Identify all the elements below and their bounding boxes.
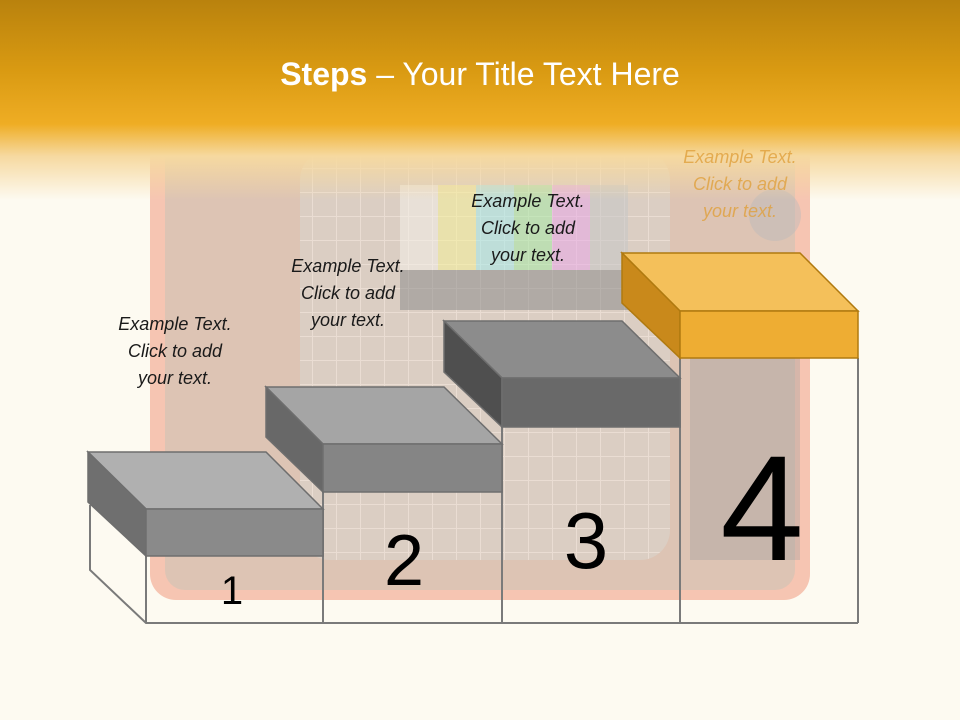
step-caption-4[interactable]: Example Text. Click to add your text. bbox=[658, 144, 822, 225]
caption-line: Example Text. bbox=[471, 191, 585, 211]
step-block-1[interactable] bbox=[86, 450, 325, 558]
title-rest: – Your Title Text Here bbox=[367, 56, 680, 92]
caption-line: your text. bbox=[137, 368, 213, 388]
title-banner bbox=[0, 0, 960, 200]
title-bold: Steps bbox=[280, 56, 368, 92]
caption-line: your text. bbox=[310, 310, 386, 330]
step-caption-3[interactable]: Example Text. Click to add your text. bbox=[446, 188, 610, 269]
step-number-4: 4 bbox=[720, 424, 803, 592]
step-block-4[interactable] bbox=[620, 251, 860, 360]
caption-line: your text. bbox=[702, 201, 778, 221]
caption-line: Example Text. bbox=[683, 147, 797, 167]
step-number-3: 3 bbox=[564, 496, 609, 585]
step-block-3[interactable] bbox=[442, 319, 682, 429]
caption-line: Click to add bbox=[127, 341, 223, 361]
step-caption-1[interactable]: Example Text. Click to add your text. bbox=[95, 311, 255, 392]
step-block-2[interactable] bbox=[264, 385, 504, 494]
step-number-2: 2 bbox=[384, 521, 424, 601]
caption-line: Example Text. bbox=[291, 256, 405, 276]
caption-line: Click to add bbox=[692, 174, 788, 194]
caption-line: Click to add bbox=[480, 218, 576, 238]
caption-line: Click to add bbox=[300, 283, 396, 303]
step-number-1: 1 bbox=[221, 569, 243, 613]
step-caption-2[interactable]: Example Text. Click to add your text. bbox=[268, 253, 428, 334]
slide-title[interactable]: Steps – Your Title Text Here bbox=[0, 56, 960, 93]
caption-line: Example Text. bbox=[118, 314, 232, 334]
caption-line: your text. bbox=[490, 245, 566, 265]
